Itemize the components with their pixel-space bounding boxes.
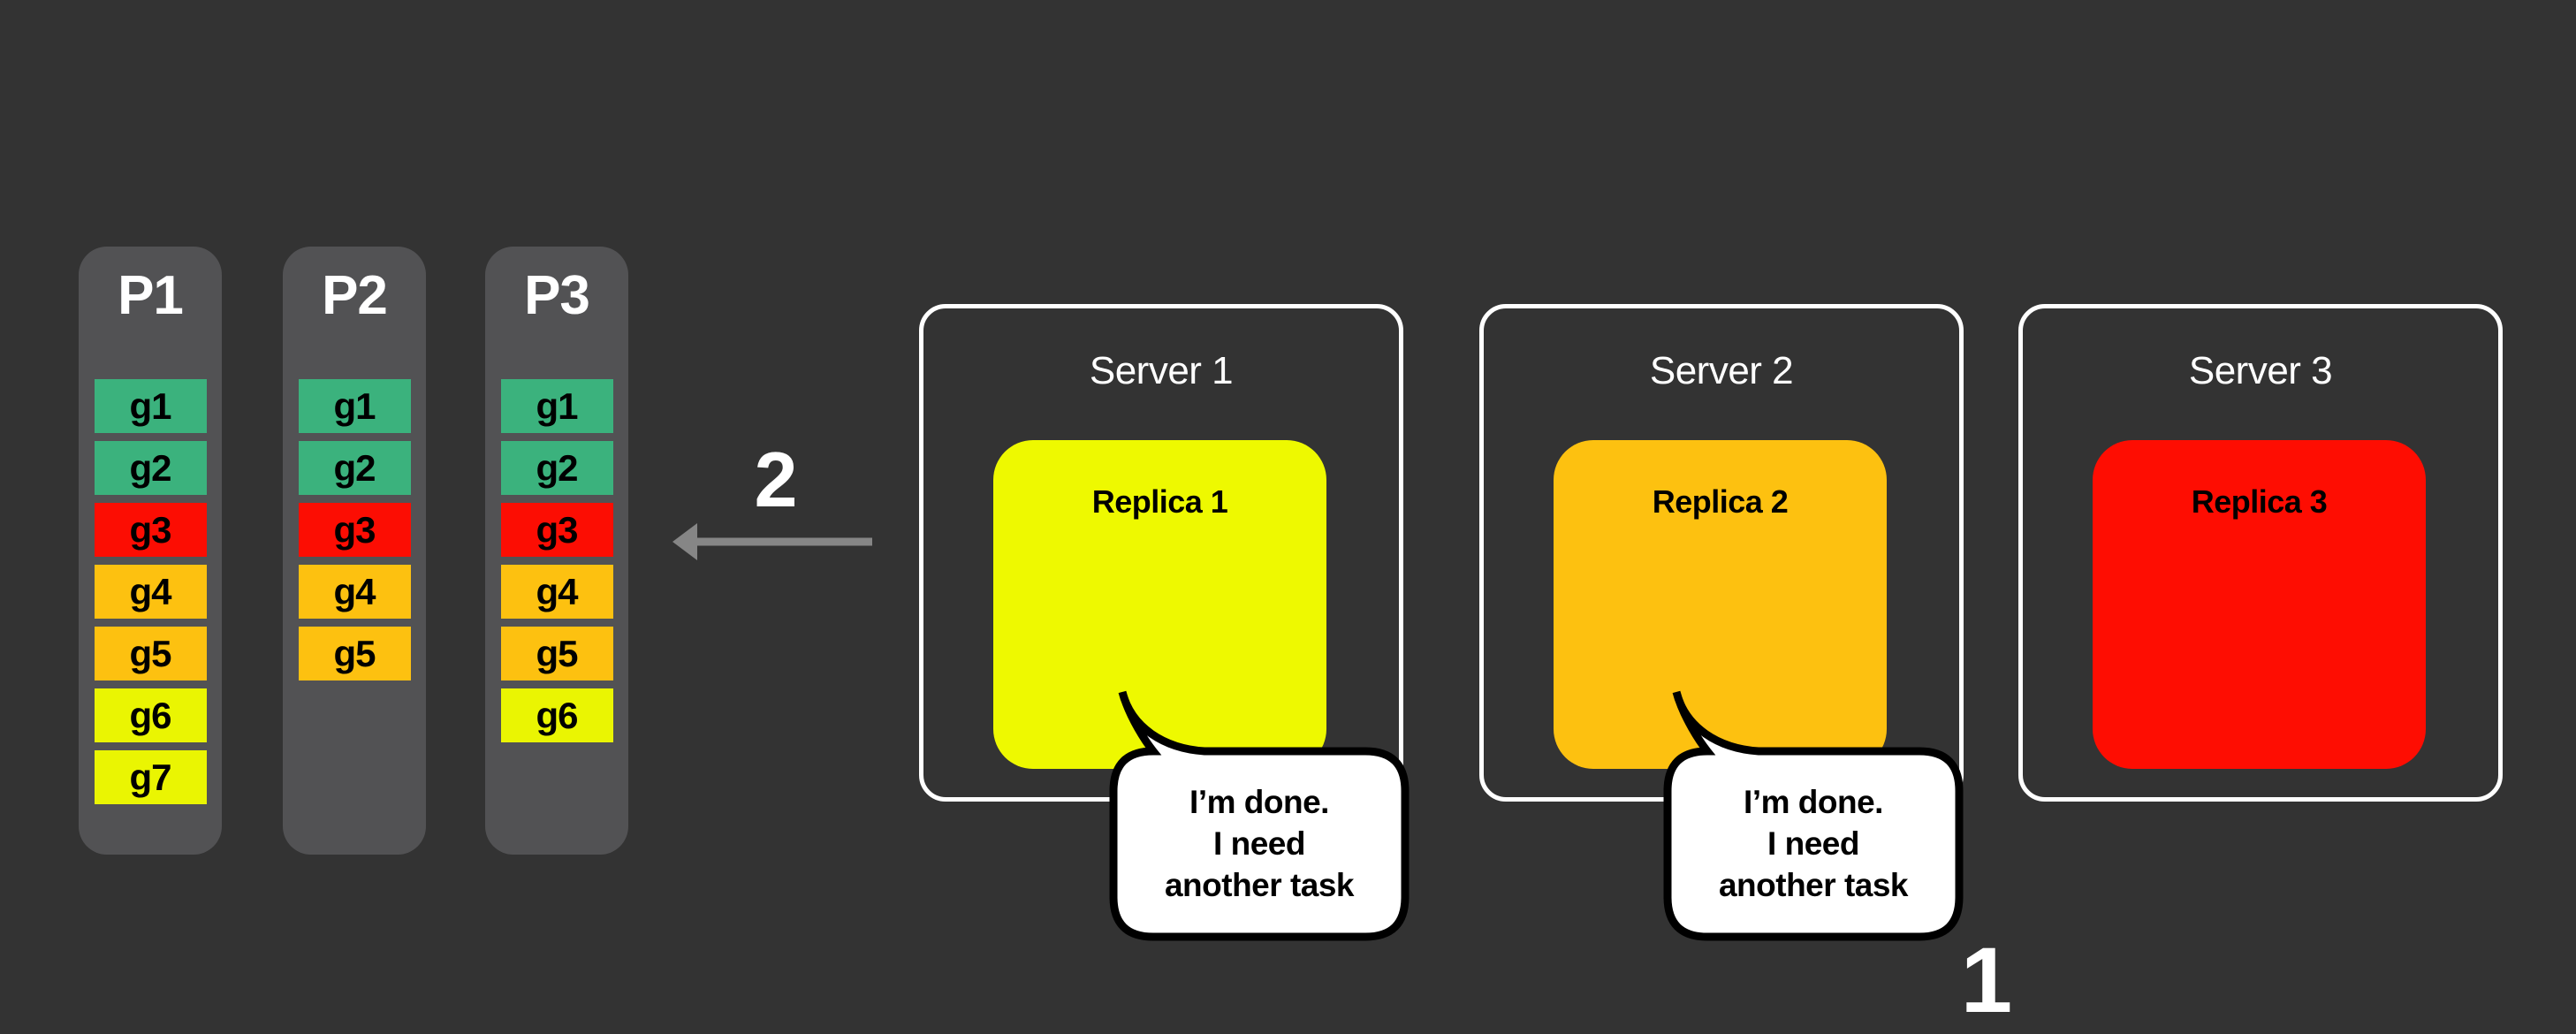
replica-1-title: Replica 1 [1091, 483, 1228, 520]
task-cell-p1-g7: g7 [94, 750, 207, 804]
step-1-label: 1 [1960, 929, 2013, 1032]
task-cell-p2-g3: g3 [298, 503, 411, 557]
bubble-1-line-2: I need [1213, 825, 1305, 862]
task-cell-p3-g6: g6 [500, 688, 613, 742]
task-cell-p1-g5: g5 [94, 627, 207, 680]
task-cell-p1-g3: g3 [94, 503, 207, 557]
task-cell-p3-g2: g2 [500, 441, 613, 495]
server-1: Server 1 Replica 1 [919, 304, 1403, 802]
task-cell-p2-g1: g1 [298, 379, 411, 433]
task-cell-p1-g1: g1 [94, 379, 207, 433]
bubble-2-line-1: I’m done. [1744, 783, 1883, 820]
server-2-title: Server 2 [1649, 349, 1794, 392]
partition-p2-title: P2 [322, 265, 388, 326]
task-cell-p2-g2: g2 [298, 441, 411, 495]
speech-bubble-2-text: I’m done. I need another task [1668, 753, 1959, 933]
bubble-2-line-3: another task [1718, 866, 1909, 903]
server-3-title: Server 3 [2188, 349, 2333, 392]
partition-p1-title: P1 [118, 265, 184, 326]
partition-p3-cells: g1 g2 g3 g4 g5 g6 [485, 379, 628, 742]
replica-2-title: Replica 2 [1652, 483, 1789, 520]
replica-1: Replica 1 [993, 440, 1326, 769]
arrow-left-icon [672, 523, 872, 560]
partition-p1: P1 g1 g2 g3 g4 g5 g6 g7 [79, 247, 222, 855]
server-1-title: Server 1 [1089, 349, 1234, 392]
server-2: Server 2 Replica 2 [1479, 304, 1964, 802]
partition-p3: P3 g1 g2 g3 g4 g5 g6 [485, 247, 628, 855]
canvas: { "colors": { "background": "#333333", "… [79, 247, 2503, 1032]
bubble-1-line-1: I’m done. [1189, 783, 1329, 820]
bubble-2-line-2: I need [1767, 825, 1859, 862]
step-2-label: 2 [754, 436, 798, 523]
task-cell-p1-g6: g6 [94, 688, 207, 742]
partition-p1-cells: g1 g2 g3 g4 g5 g6 g7 [79, 379, 222, 804]
arrow-head [672, 523, 697, 560]
speech-bubble-1-text: I’m done. I need another task [1113, 753, 1405, 933]
task-cell-p3-g1: g1 [500, 379, 613, 433]
task-cell-p1-g4: g4 [94, 565, 207, 619]
replica-2: Replica 2 [1554, 440, 1887, 769]
server-3: Server 3 Replica 3 [2018, 304, 2503, 802]
task-cell-p3-g4: g4 [500, 565, 613, 619]
speech-bubble-2-outline [1663, 690, 1964, 941]
task-cell-p3-g3: g3 [500, 503, 613, 557]
speech-bubble-1-outline [1109, 690, 1410, 941]
task-cell-p3-g5: g5 [500, 627, 613, 680]
task-cell-p2-g4: g4 [298, 565, 411, 619]
partition-p2-cells: g1 g2 g3 g4 g5 [283, 379, 426, 680]
bubble-1-line-3: another task [1164, 866, 1355, 903]
replica-3-title: Replica 3 [2191, 483, 2328, 520]
speech-bubble-1 [1109, 690, 1410, 941]
task-cell-p1-g2: g2 [94, 441, 207, 495]
replica-3: Replica 3 [2093, 440, 2426, 769]
task-cell-p2-g5: g5 [298, 627, 411, 680]
partition-p2: P2 g1 g2 g3 g4 g5 [283, 247, 426, 855]
speech-bubble-2 [1663, 690, 1964, 941]
partition-p3-title: P3 [524, 265, 590, 326]
